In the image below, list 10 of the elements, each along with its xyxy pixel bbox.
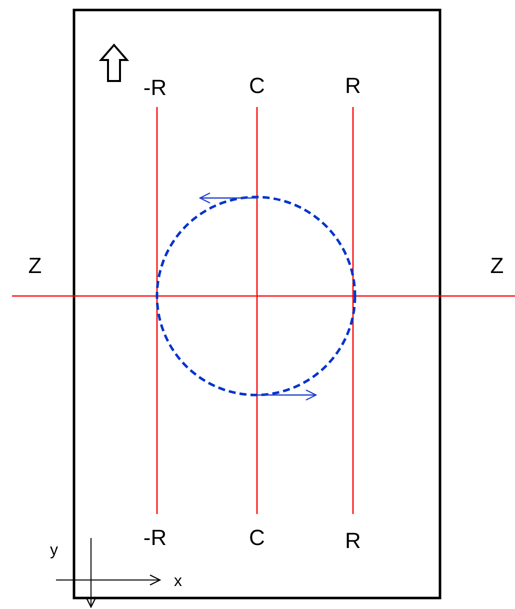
line-label: R — [345, 530, 361, 552]
line-label: Z — [490, 255, 504, 277]
axis-label: y — [50, 543, 58, 559]
line-label: C — [249, 75, 265, 97]
line-label: Z — [28, 255, 42, 277]
line-label: -R — [143, 527, 167, 549]
line-label: -R — [143, 77, 167, 99]
axis-label: x — [174, 574, 182, 590]
line-label: R — [345, 75, 361, 97]
line-label: C — [249, 527, 265, 549]
